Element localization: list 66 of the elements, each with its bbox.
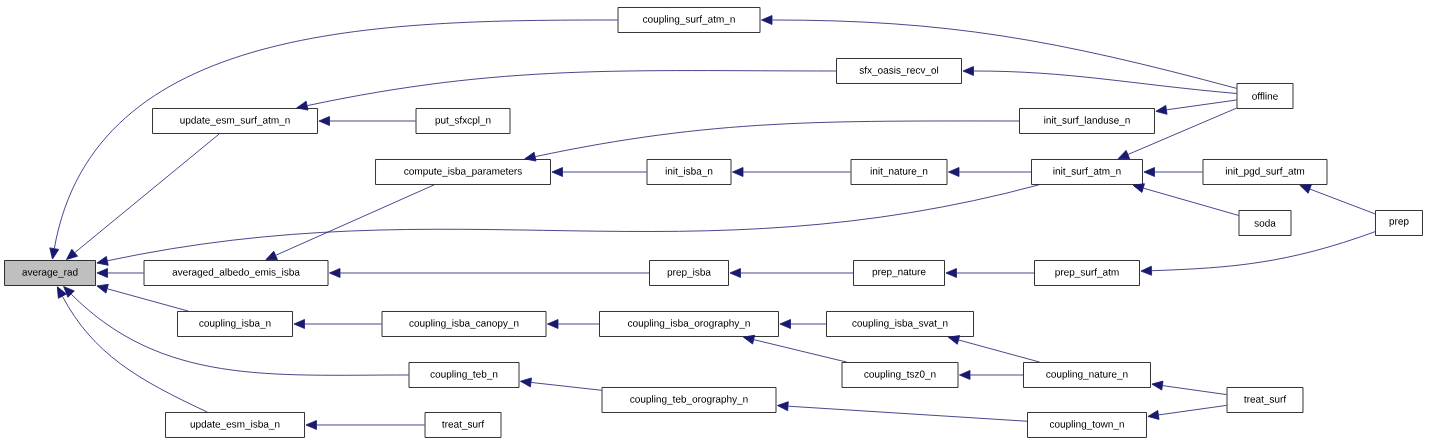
function-box: init_surf_landuse_n — [1019, 108, 1155, 134]
function-box: coupling_teb_orography_n — [601, 387, 777, 413]
arrow — [959, 370, 1024, 380]
arrow — [63, 286, 409, 376]
arrow — [1140, 231, 1376, 276]
arrow — [1147, 404, 1227, 420]
function-box: treat_surf — [1226, 387, 1304, 413]
function-box: prep — [1375, 210, 1423, 236]
arrow — [945, 268, 1035, 278]
arrow — [520, 377, 602, 391]
arrow — [1155, 99, 1237, 115]
arrow — [732, 167, 851, 177]
function-box: coupling_town_n — [1027, 412, 1147, 438]
arrow — [293, 319, 382, 329]
function-box: coupling_isba_orography_n — [599, 311, 779, 337]
arrow — [551, 167, 647, 177]
function-box: offline — [1236, 83, 1294, 109]
function-box: prep_nature — [853, 260, 945, 286]
arrow — [66, 133, 220, 260]
function-box: coupling_nature_n — [1023, 362, 1151, 388]
function-box: init_surf_atm_n — [1031, 159, 1143, 185]
function-box: prep_isba — [649, 260, 729, 286]
function-box: coupling_teb_n — [408, 362, 520, 388]
arrow — [265, 184, 435, 261]
function-box: soda — [1238, 210, 1292, 236]
function-box: coupling_isba_n — [177, 311, 293, 337]
arrow — [49, 19, 618, 260]
arrow — [547, 319, 600, 329]
arrow — [1143, 167, 1203, 177]
arrow — [777, 401, 1028, 422]
function-box: average_rad — [4, 260, 96, 286]
arrow — [1151, 380, 1227, 395]
arrow — [1132, 183, 1239, 216]
function-box: update_esm_surf_atm_n — [152, 108, 318, 134]
arrow — [1299, 184, 1376, 215]
function-box: init_isba_n — [646, 159, 732, 185]
arrow — [779, 319, 827, 329]
arrow — [948, 167, 1032, 177]
function-box: coupling_isba_svat_n — [826, 311, 974, 337]
arrow — [296, 70, 837, 111]
arrow — [96, 268, 144, 278]
arrow — [947, 335, 1041, 363]
arrow — [56, 286, 208, 413]
arrow — [962, 66, 1237, 94]
function-box: averaged_albedo_emis_isba — [143, 260, 329, 286]
arrow — [305, 420, 425, 430]
function-box: prep_surf_atm — [1034, 260, 1140, 286]
function-box: sfx_oasis_recv_ol — [836, 58, 962, 84]
function-box: update_esm_isba_n — [165, 412, 305, 438]
arrow — [329, 268, 650, 278]
arrow — [743, 334, 848, 363]
arrow — [1117, 107, 1237, 160]
arrow — [318, 116, 416, 126]
function-box: coupling_tsz0_n — [841, 362, 959, 388]
arrow — [729, 268, 854, 278]
function-box: treat_surf — [424, 412, 502, 438]
arrow — [96, 284, 189, 312]
arrow — [524, 120, 1020, 162]
function-box: coupling_isba_canopy_n — [381, 311, 547, 337]
arrow — [96, 184, 1040, 266]
function-box: init_nature_n — [850, 159, 948, 185]
arrow — [761, 15, 1237, 89]
function-box: init_pgd_surf_atm — [1202, 159, 1328, 185]
function-box: put_sfxcpl_n — [415, 108, 511, 134]
function-box: coupling_surf_atm_n — [617, 7, 761, 33]
function-box: compute_isba_parameters — [375, 159, 551, 185]
